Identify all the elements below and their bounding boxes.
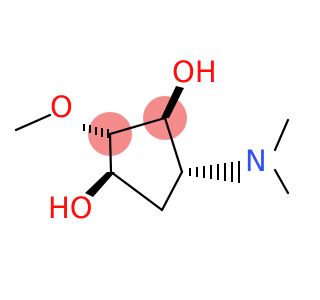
atom-label-methoxy-oxygen: O: [50, 90, 73, 124]
molecule-structure: OH HO O N: [14, 55, 290, 225]
atom-labels: OH HO O N: [48, 55, 267, 225]
bond-ring-c1-c2: [108, 116, 167, 136]
bond-ring-c2-c3: [108, 132, 113, 174]
atom-label-oh-bottom: HO: [48, 191, 93, 225]
wedge-bond-oh-top: [161, 86, 184, 118]
bonds: [14, 113, 290, 212]
wedge-bond-oh-bottom: [85, 172, 115, 197]
hashed-bond-amine: [189, 161, 240, 183]
bond-ring-c3-c4: [109, 170, 164, 212]
atom-label-amine-nitrogen: N: [245, 144, 267, 178]
bond-ring-c5-c1: [163, 116, 184, 174]
hashed-bonds: [83, 124, 240, 183]
hashed-bond-methoxy: [83, 124, 109, 138]
bond-nitrogen-methyl-down: [273, 168, 290, 195]
bond-ring-c4-c5: [160, 170, 184, 212]
bond-nitrogen-methyl-up: [273, 118, 290, 152]
bond-methoxy-methyl: [14, 113, 52, 132]
atom-label-oh-top: OH: [172, 55, 217, 89]
wedge-bonds: [85, 86, 184, 197]
